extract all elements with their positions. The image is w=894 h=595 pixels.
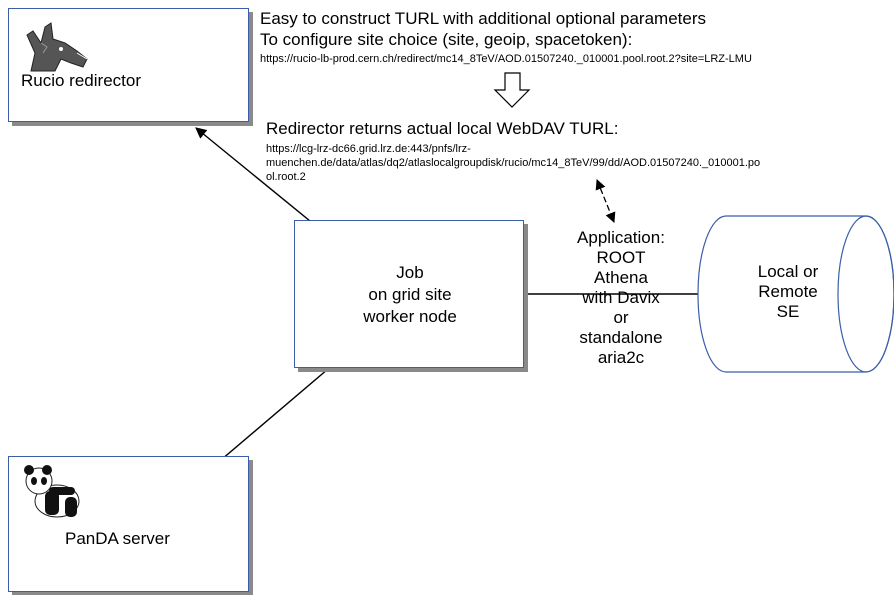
storage-line2: Remote — [758, 282, 818, 301]
application-line: or — [613, 308, 629, 327]
storage-line3: SE — [776, 302, 800, 321]
turl-line1: https://lcg-lrz-dc66.grid.lrz.de:443/pnf… — [266, 143, 471, 155]
job-label-line1: Job — [396, 263, 424, 282]
panda-icon — [24, 465, 80, 518]
storage-cylinder — [697, 215, 894, 373]
job-label-line2: on grid site — [368, 285, 452, 304]
application-line: aria2c — [597, 348, 645, 367]
application-line: Application: — [577, 228, 665, 247]
turl-line3: ol.root.2 — [266, 171, 306, 183]
rucio-redirector-label: Rucio redirector — [21, 71, 141, 90]
application-line: ROOT — [596, 248, 646, 267]
hollow-down-arrow — [493, 72, 531, 108]
storage-label: Local or Remote SE — [726, 262, 850, 322]
application-line: Athena — [594, 268, 648, 287]
top-text-line2: To configure site choice (site, geoip, s… — [260, 30, 633, 49]
application-line: with Davix — [582, 288, 660, 307]
application-line: standalone — [579, 328, 663, 347]
panda-server-box: PanDA server — [8, 456, 249, 592]
donkey-icon — [26, 22, 88, 72]
rucio-url: https://rucio-lb-prod.cern.ch/redirect/m… — [260, 53, 752, 65]
storage-line1: Local or — [757, 262, 819, 281]
arrow-url-to-application — [595, 179, 616, 223]
redirector-heading: Redirector returns actual local WebDAV T… — [266, 119, 619, 138]
turl-line2: muenchen.de/data/atlas/dq2/atlaslocalgro… — [266, 157, 761, 169]
application-text: Application: ROOT Athena with Davix or s… — [540, 228, 702, 368]
rucio-redirector-box: Rucio redirector — [8, 8, 249, 122]
job-box: Job on grid site worker node — [294, 220, 524, 368]
panda-server-label: PanDA server — [65, 529, 170, 548]
top-text-line1: Easy to construct TURL with additional o… — [260, 9, 707, 28]
job-label-line3: worker node — [363, 307, 457, 326]
